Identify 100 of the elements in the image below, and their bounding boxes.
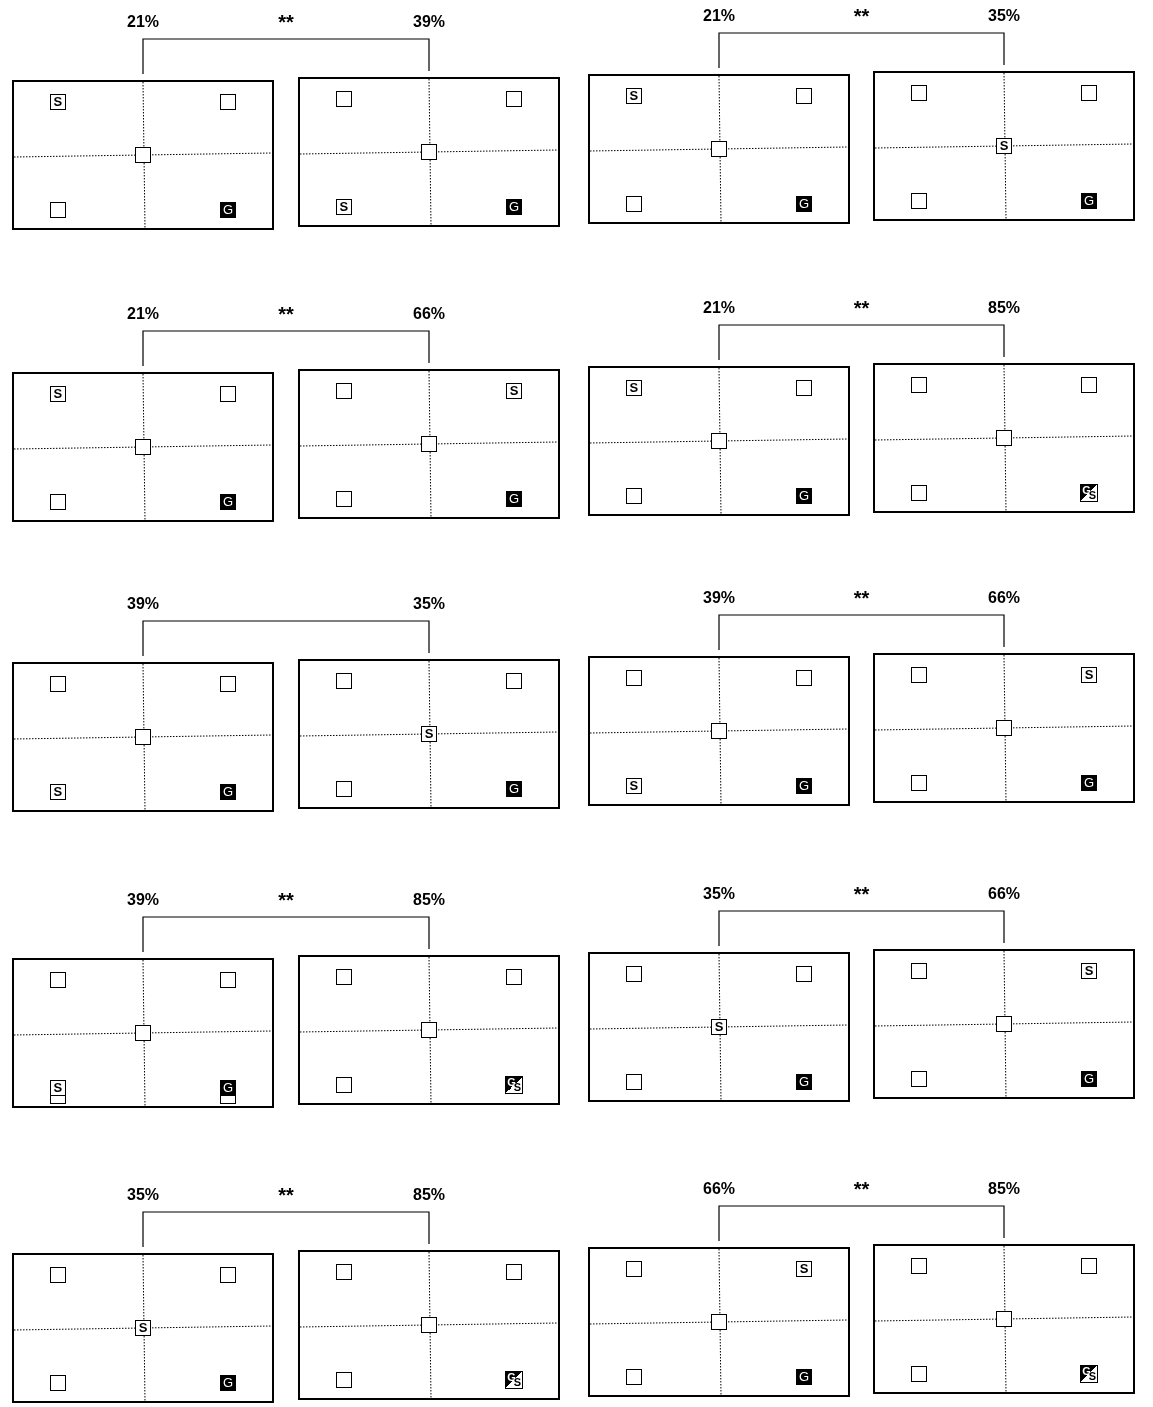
split-letter-square bbox=[1080, 484, 1099, 503]
diagram-panel bbox=[12, 1253, 274, 1403]
marker-square bbox=[796, 88, 813, 105]
significance-label: ** bbox=[278, 11, 294, 34]
marker-square bbox=[220, 1267, 237, 1284]
percentage-label: 39% bbox=[127, 891, 159, 909]
letter-square: S bbox=[135, 1320, 151, 1336]
letter-square: S bbox=[625, 778, 642, 795]
percentage-label: 39% bbox=[127, 595, 159, 613]
marker-square bbox=[135, 729, 151, 745]
marker-square bbox=[796, 670, 813, 687]
marker-square bbox=[625, 196, 642, 213]
percentage-label: 35% bbox=[413, 595, 445, 613]
letter-square: S bbox=[796, 1261, 813, 1278]
marker-square bbox=[711, 1314, 727, 1330]
marker-square bbox=[506, 91, 523, 108]
marker-square bbox=[220, 386, 237, 403]
marker-square bbox=[910, 377, 927, 394]
diagram-panel bbox=[298, 955, 560, 1105]
percentage-label: 66% bbox=[413, 305, 445, 323]
percentage-label: 85% bbox=[413, 1186, 445, 1204]
marker-square bbox=[910, 667, 927, 684]
marker-square bbox=[996, 430, 1012, 446]
marker-square bbox=[49, 1095, 66, 1105]
marker-square bbox=[910, 485, 927, 502]
filled-letter-square: G bbox=[220, 202, 237, 219]
marker-square bbox=[910, 1366, 927, 1383]
marker-square bbox=[1081, 1258, 1098, 1275]
letter-square: S bbox=[625, 88, 642, 105]
diagram-panel bbox=[873, 71, 1135, 221]
diagram-panel bbox=[12, 372, 274, 522]
significance-label: ** bbox=[853, 297, 870, 320]
percentage-label: 85% bbox=[413, 891, 445, 909]
marker-square bbox=[910, 775, 927, 792]
percentage-label: 21% bbox=[127, 13, 159, 31]
letter-square: S bbox=[1081, 667, 1098, 684]
letter-square: S bbox=[49, 386, 66, 403]
filled-letter-square: G bbox=[1081, 193, 1098, 210]
marker-square bbox=[335, 383, 352, 400]
marker-square bbox=[996, 1016, 1012, 1032]
marker-square bbox=[335, 781, 352, 798]
marker-square bbox=[1081, 377, 1098, 394]
marker-square bbox=[220, 676, 237, 693]
marker-square bbox=[910, 1258, 927, 1275]
percentage-label: 39% bbox=[703, 589, 735, 607]
filled-letter-square: G bbox=[1081, 775, 1098, 792]
diagram-panel bbox=[298, 659, 560, 809]
percentage-label: 66% bbox=[988, 589, 1020, 607]
marker-square bbox=[910, 963, 927, 980]
marker-square bbox=[421, 436, 437, 452]
percentage-label: 21% bbox=[703, 299, 735, 317]
marker-square bbox=[335, 969, 352, 986]
marker-square bbox=[49, 1267, 66, 1284]
diagram-panel bbox=[588, 1247, 850, 1397]
letter-square: S bbox=[421, 726, 437, 742]
diagram-panel bbox=[873, 363, 1135, 513]
marker-square bbox=[910, 193, 927, 210]
filled-letter-square: G bbox=[506, 199, 523, 216]
percentage-label: 39% bbox=[413, 13, 445, 31]
marker-square bbox=[421, 144, 437, 160]
marker-square bbox=[625, 1369, 642, 1386]
letter-square: S bbox=[1081, 963, 1098, 980]
split-letter-square bbox=[1080, 1365, 1099, 1384]
marker-square bbox=[625, 966, 642, 983]
marker-square bbox=[135, 147, 151, 163]
marker-square bbox=[421, 1022, 437, 1038]
diagram-panel bbox=[12, 80, 274, 230]
diagram-panel bbox=[298, 77, 560, 227]
percentage-label: 66% bbox=[703, 1180, 735, 1198]
diagram-panel bbox=[873, 1244, 1135, 1394]
marker-square bbox=[49, 676, 66, 693]
filled-letter-square: G bbox=[506, 781, 523, 798]
marker-square bbox=[910, 85, 927, 102]
filled-letter-square: G bbox=[796, 488, 813, 505]
split-letter-square bbox=[505, 1076, 524, 1095]
marker-square bbox=[220, 94, 237, 111]
marker-square bbox=[49, 972, 66, 989]
letter-square: S bbox=[49, 784, 66, 801]
marker-square bbox=[335, 673, 352, 690]
letter-square: S bbox=[335, 199, 352, 216]
significance-label: ** bbox=[853, 587, 870, 610]
filled-letter-square: G bbox=[796, 1074, 813, 1091]
percentage-label: 66% bbox=[988, 885, 1020, 903]
percentage-label: 21% bbox=[127, 305, 159, 323]
filled-letter-square: G bbox=[220, 1375, 237, 1392]
significance-label: ** bbox=[278, 889, 294, 912]
marker-square bbox=[711, 723, 727, 739]
letter-square: S bbox=[711, 1019, 727, 1035]
letter-square: S bbox=[506, 383, 523, 400]
letter-square: S bbox=[996, 138, 1012, 154]
filled-letter-square: G bbox=[796, 196, 813, 213]
filled-letter-square: G bbox=[796, 778, 813, 795]
marker-square bbox=[135, 1025, 151, 1041]
marker-square bbox=[910, 1071, 927, 1088]
significance-label: ** bbox=[278, 1184, 294, 1207]
diagram-panel bbox=[873, 653, 1135, 803]
marker-square bbox=[996, 720, 1012, 736]
diagram-panel bbox=[588, 656, 850, 806]
significance-label: ** bbox=[278, 303, 294, 326]
filled-letter-square: G bbox=[1081, 1071, 1098, 1088]
